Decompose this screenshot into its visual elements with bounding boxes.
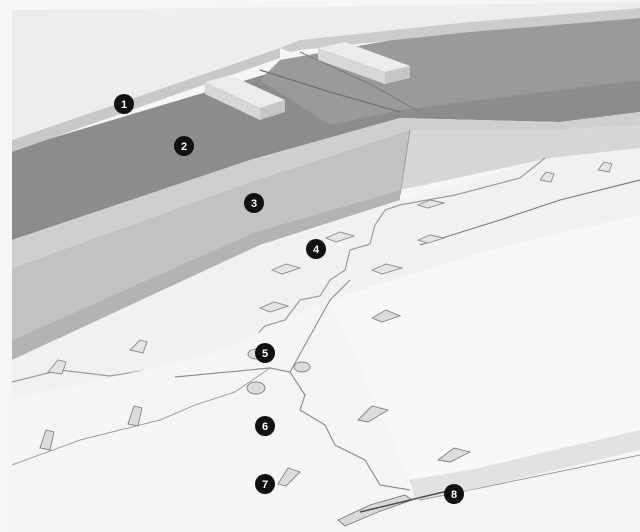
foam-seam bbox=[399, 129, 411, 196]
batten-side bbox=[260, 100, 285, 120]
clip-slot bbox=[258, 301, 290, 313]
callout-7-label: 7 bbox=[262, 479, 268, 491]
top-board-left-edge bbox=[12, 48, 280, 152]
batten bbox=[318, 42, 410, 72]
callout-8-label: 8 bbox=[451, 489, 457, 501]
floor-board-seam bbox=[174, 367, 411, 491]
callout-3: 3 bbox=[244, 193, 264, 213]
clip-slot bbox=[129, 339, 148, 354]
callout-8: 8 bbox=[444, 484, 464, 504]
clip-wire bbox=[359, 487, 461, 513]
clip-slot bbox=[416, 234, 446, 244]
clip-slot bbox=[597, 161, 613, 173]
callout-1: 1 bbox=[114, 94, 134, 114]
puzzle-panel-layer bbox=[12, 148, 640, 400]
foam-layer-bottom-edge bbox=[12, 190, 400, 360]
callout-2-label: 2 bbox=[181, 141, 187, 153]
clip-slot bbox=[277, 467, 301, 487]
top-board-right bbox=[210, 2, 640, 48]
underlay-seam bbox=[299, 51, 421, 113]
foam-layer-face-right bbox=[400, 125, 640, 190]
clip-slot bbox=[39, 429, 55, 451]
batten bbox=[205, 75, 285, 108]
clip-hole bbox=[293, 361, 311, 373]
floor-board-seam bbox=[419, 179, 640, 246]
callout-2: 2 bbox=[174, 136, 194, 156]
foam-layer-face bbox=[12, 130, 410, 340]
top-board-left bbox=[12, 8, 280, 140]
top-board-right-edge bbox=[280, 8, 640, 52]
floor-board-seam bbox=[289, 279, 351, 373]
clip-slot bbox=[127, 405, 143, 427]
floor-board-seam bbox=[11, 367, 271, 466]
callout-5-label: 5 bbox=[262, 348, 268, 360]
clip-slot bbox=[416, 199, 446, 209]
clip-hole bbox=[246, 381, 266, 395]
floor-board-lower-right bbox=[330, 215, 640, 480]
callout-1-label: 1 bbox=[121, 99, 127, 111]
clip-slot bbox=[357, 405, 390, 423]
callout-7: 7 bbox=[255, 474, 275, 494]
foam-layer-top bbox=[12, 112, 640, 268]
fastening-clip bbox=[337, 487, 461, 527]
callout-6: 6 bbox=[255, 416, 275, 436]
clip-slots-puzzle-panel bbox=[47, 161, 613, 375]
callout-6-label: 6 bbox=[262, 421, 268, 433]
clip-slot bbox=[370, 263, 404, 275]
batten-side bbox=[318, 48, 385, 84]
callout-4-label: 4 bbox=[313, 244, 320, 256]
clip-slot bbox=[539, 171, 555, 183]
clip-slot bbox=[370, 309, 402, 323]
underlay-seam bbox=[259, 69, 401, 113]
callout-5: 5 bbox=[255, 343, 275, 363]
clip-slot bbox=[47, 359, 67, 375]
underlay-layer-far bbox=[260, 15, 640, 125]
floor-board-cut-edge bbox=[410, 430, 640, 500]
callout-4: 4 bbox=[306, 239, 326, 259]
clip-slot bbox=[324, 231, 356, 243]
clip-slot bbox=[436, 447, 472, 463]
batten-side bbox=[205, 82, 260, 120]
batten-side bbox=[385, 66, 410, 84]
callout-3-label: 3 bbox=[251, 198, 257, 210]
clip-slots-floor bbox=[39, 309, 472, 487]
clip-slot bbox=[270, 263, 302, 275]
